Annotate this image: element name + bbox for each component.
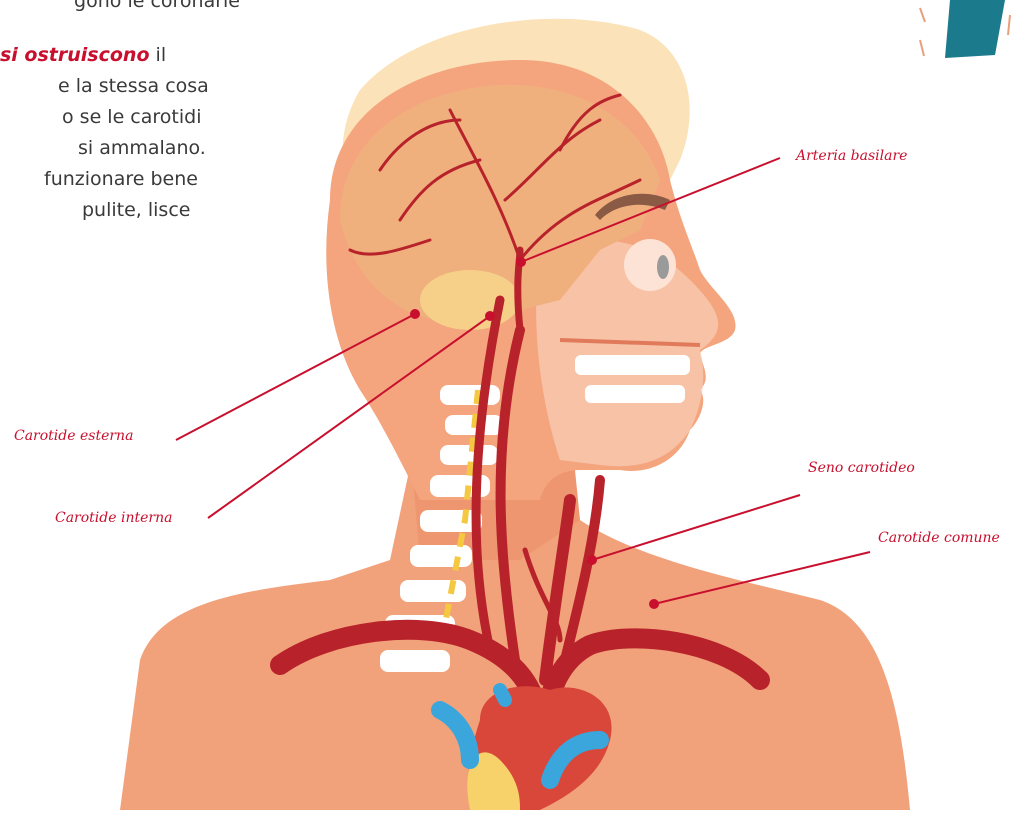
label-carotide-esterna: Carotide esterna: [14, 428, 133, 444]
label-arteria-basilare: Arteria basilare: [796, 148, 907, 164]
para-line-1: gono le coronarie: [0, 0, 240, 17]
corner-decor-icon: [920, 0, 1010, 58]
cerebellum: [420, 270, 520, 330]
para-line-7: pulite, lisce: [0, 195, 240, 226]
label-seno-carotideo: Seno carotideo: [808, 460, 915, 476]
para-line-3: e la stessa cosa: [0, 71, 240, 102]
eye-pupil: [657, 255, 669, 279]
para-emphasis: si ostruiscono: [0, 44, 150, 66]
intro-paragraph: gono le coronarie si ostruiscono il e la…: [0, 0, 240, 226]
para-line-2: si ostruiscono il: [0, 40, 240, 71]
leader-seno-carotideo: [592, 495, 800, 560]
label-carotide-interna: Carotide interna: [55, 510, 172, 526]
para-line-4: o se le carotidi: [0, 102, 240, 133]
lower-teeth: [585, 385, 685, 403]
label-carotide-comune: Carotide comune: [878, 530, 1000, 546]
para-line-2-rest: il: [150, 44, 167, 66]
para-line-6: funzionare bene: [0, 164, 240, 195]
upper-teeth: [575, 355, 690, 375]
para-line-5: si ammalano.: [0, 133, 240, 164]
